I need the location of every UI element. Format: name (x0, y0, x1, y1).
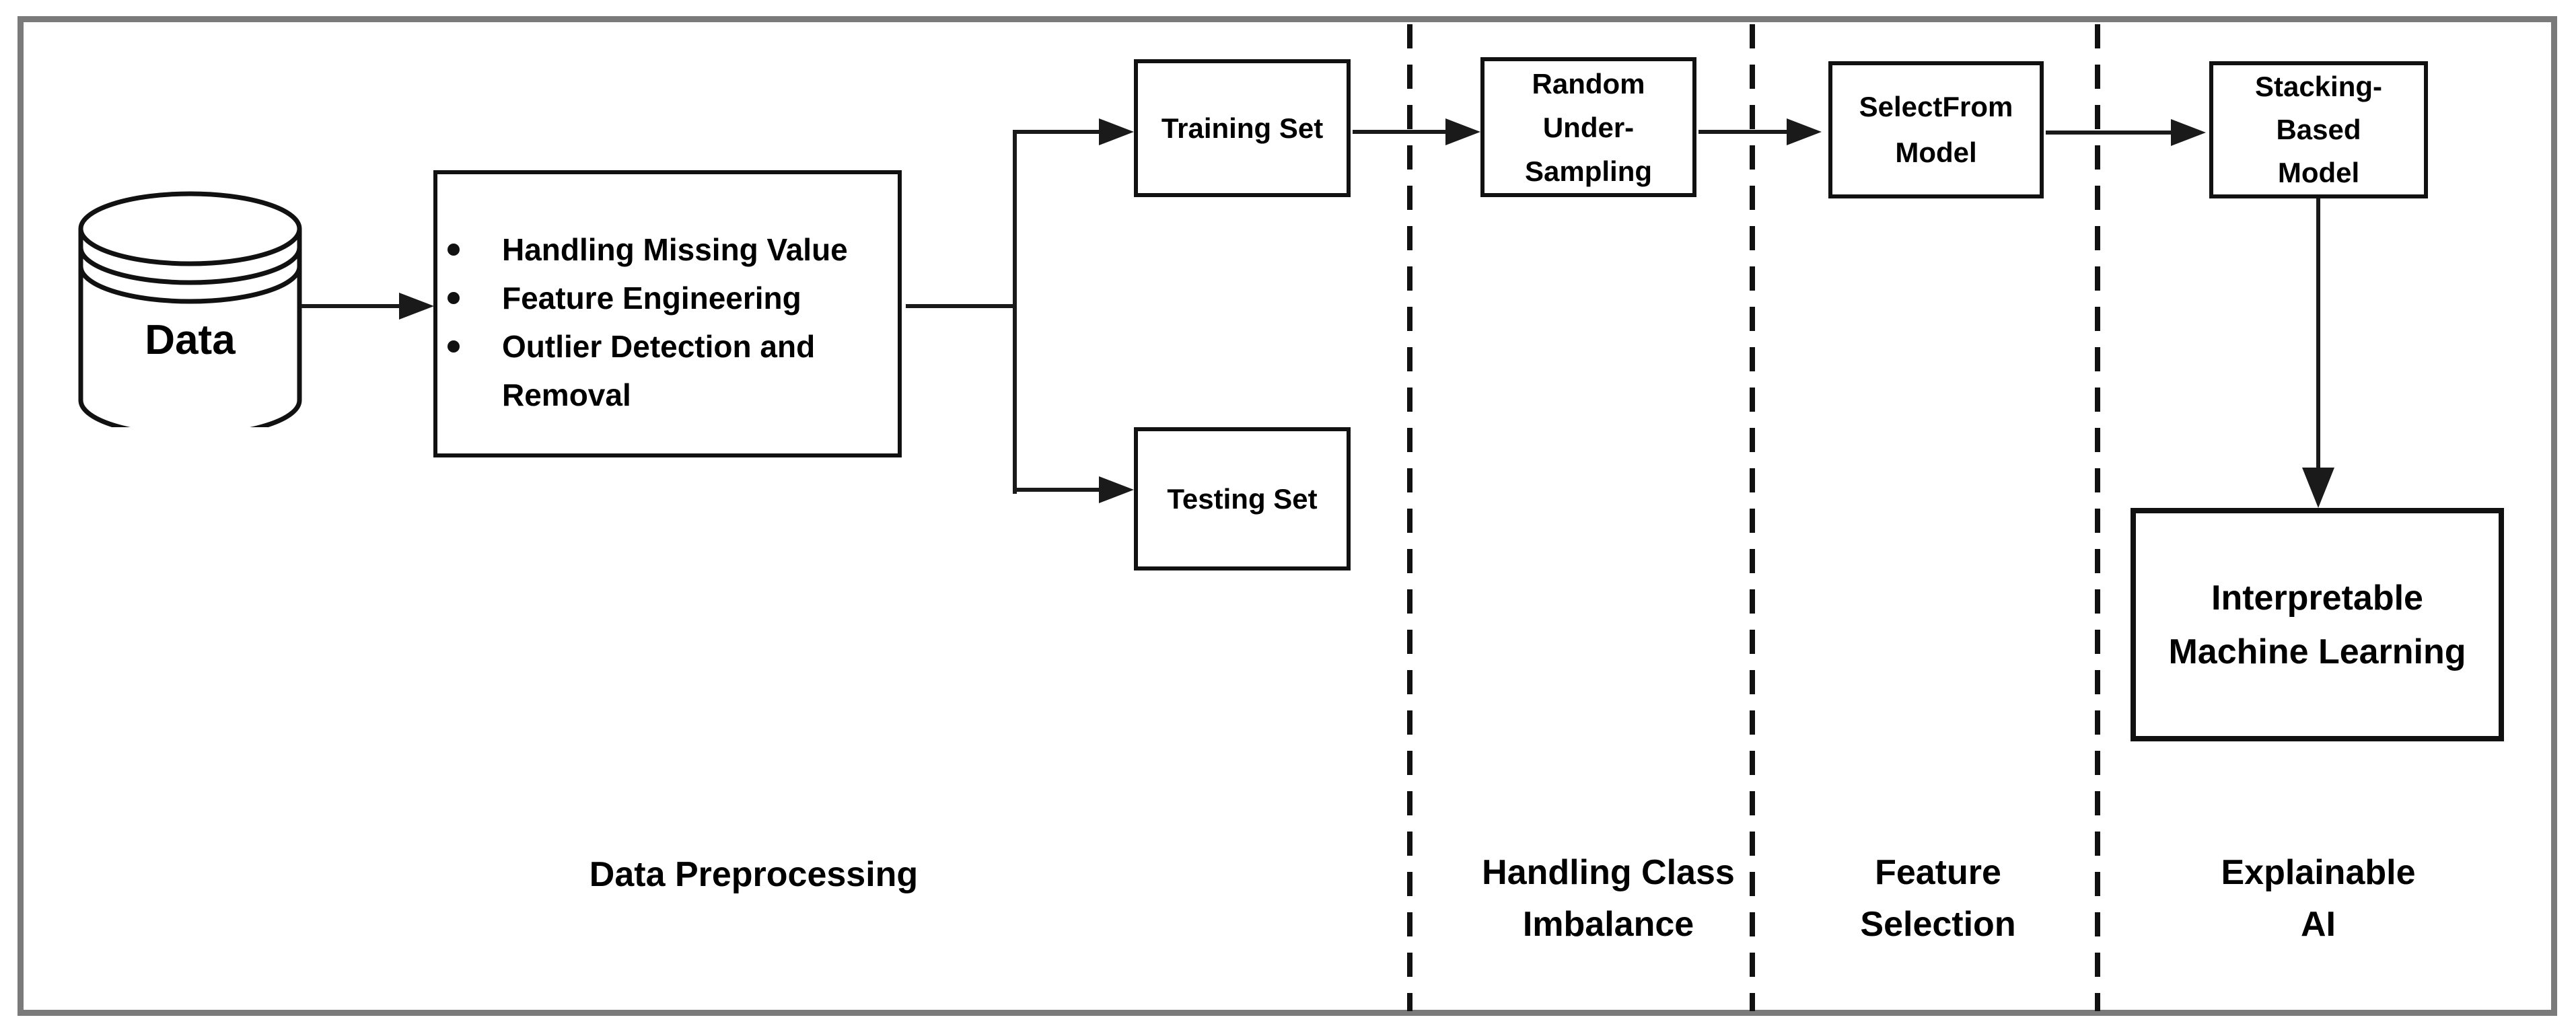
stacking-label-line: Model (2277, 157, 2360, 188)
connector-line (1013, 130, 1017, 494)
training-set-label: Training Set (1161, 112, 1324, 144)
iml-label-line: Interpretable (2211, 578, 2423, 618)
testing-set-box: Testing Set (1134, 427, 1351, 570)
arrow-head-icon (1099, 476, 1134, 503)
sfm-label-line: SelectFrom (1859, 91, 2013, 122)
section-label-explainable-ai: Explainable AI (2130, 847, 2507, 951)
connector-line (1013, 488, 1100, 492)
bullet-text: Feature Engineering (502, 281, 801, 316)
arrow-line (1353, 130, 1447, 134)
section-label-text: Feature (1875, 853, 2001, 892)
arrow-head-icon (1445, 118, 1480, 145)
section-label-text: Explainable (2221, 853, 2416, 892)
section-label-text: Selection (1860, 905, 2016, 944)
arrow-head-icon (2171, 119, 2206, 146)
arrow-head-icon (2302, 468, 2334, 508)
database-label-text: Data (145, 316, 236, 363)
training-set-box: Training Set (1134, 59, 1351, 197)
section-divider-2 (1750, 24, 1755, 1011)
section-label-handling-class-imbalance: Handling Class Imbalance (1420, 847, 1797, 951)
section-label-text: Imbalance (1522, 905, 1694, 944)
select-from-model-box: SelectFrom Model (1828, 61, 2044, 198)
arrow-head-icon (1099, 118, 1134, 145)
section-divider-1 (1407, 24, 1412, 1011)
section-label-text: AI (2301, 905, 2336, 944)
arrow-head-icon (399, 293, 434, 320)
bullet-dot-icon (448, 244, 460, 256)
rus-label-line: Sampling (1524, 155, 1653, 187)
section-divider-3 (2095, 24, 2100, 1011)
stacking-label-line: Stacking- (2254, 71, 2383, 102)
bullet-item-handling-missing-value: Handling Missing Value (448, 225, 898, 274)
rus-label-line: Under- (1542, 111, 1635, 143)
arrow-line (2046, 131, 2172, 135)
bullet-item-feature-engineering: Feature Engineering (448, 274, 898, 322)
stacking-based-model-box: Stacking- Based Model (2209, 61, 2428, 198)
iml-label-line: Machine Learning (2168, 632, 2466, 671)
testing-set-label: Testing Set (1167, 482, 1318, 515)
interpretable-ml-box: Interpretable Machine Learning (2131, 508, 2504, 741)
arrow-head-icon (1787, 118, 1822, 145)
section-label-text: Data Preprocessing (589, 855, 919, 894)
connector-line (906, 304, 1017, 308)
bullet-text: Outlier Detection and Removal (502, 329, 816, 412)
random-under-sampling-box: Random Under- Sampling (1480, 57, 1696, 197)
database-label: Data (81, 316, 299, 363)
connector-line (1013, 130, 1100, 134)
arrow-line (2316, 198, 2320, 469)
database-cylinder-icon (78, 191, 302, 427)
preprocessing-box: Handling Missing Value Feature Engineeri… (433, 170, 902, 457)
sfm-label-line: Model (1895, 137, 1977, 168)
bullet-dot-icon (448, 340, 460, 353)
rus-label-line: Random (1532, 67, 1645, 100)
arrow-line (301, 304, 400, 308)
bullet-item-outlier-detection-removal: Outlier Detection and Removal (448, 322, 898, 419)
bullet-dot-icon (448, 292, 460, 304)
stacking-label-line: Based (2276, 114, 2361, 145)
section-label-feature-selection: Feature Selection (1750, 847, 2126, 951)
section-label-data-preprocessing: Data Preprocessing (518, 855, 989, 894)
section-label-text: Handling Class (1482, 853, 1735, 892)
arrow-line (1698, 130, 1788, 134)
bullet-text: Handling Missing Value (502, 232, 848, 267)
